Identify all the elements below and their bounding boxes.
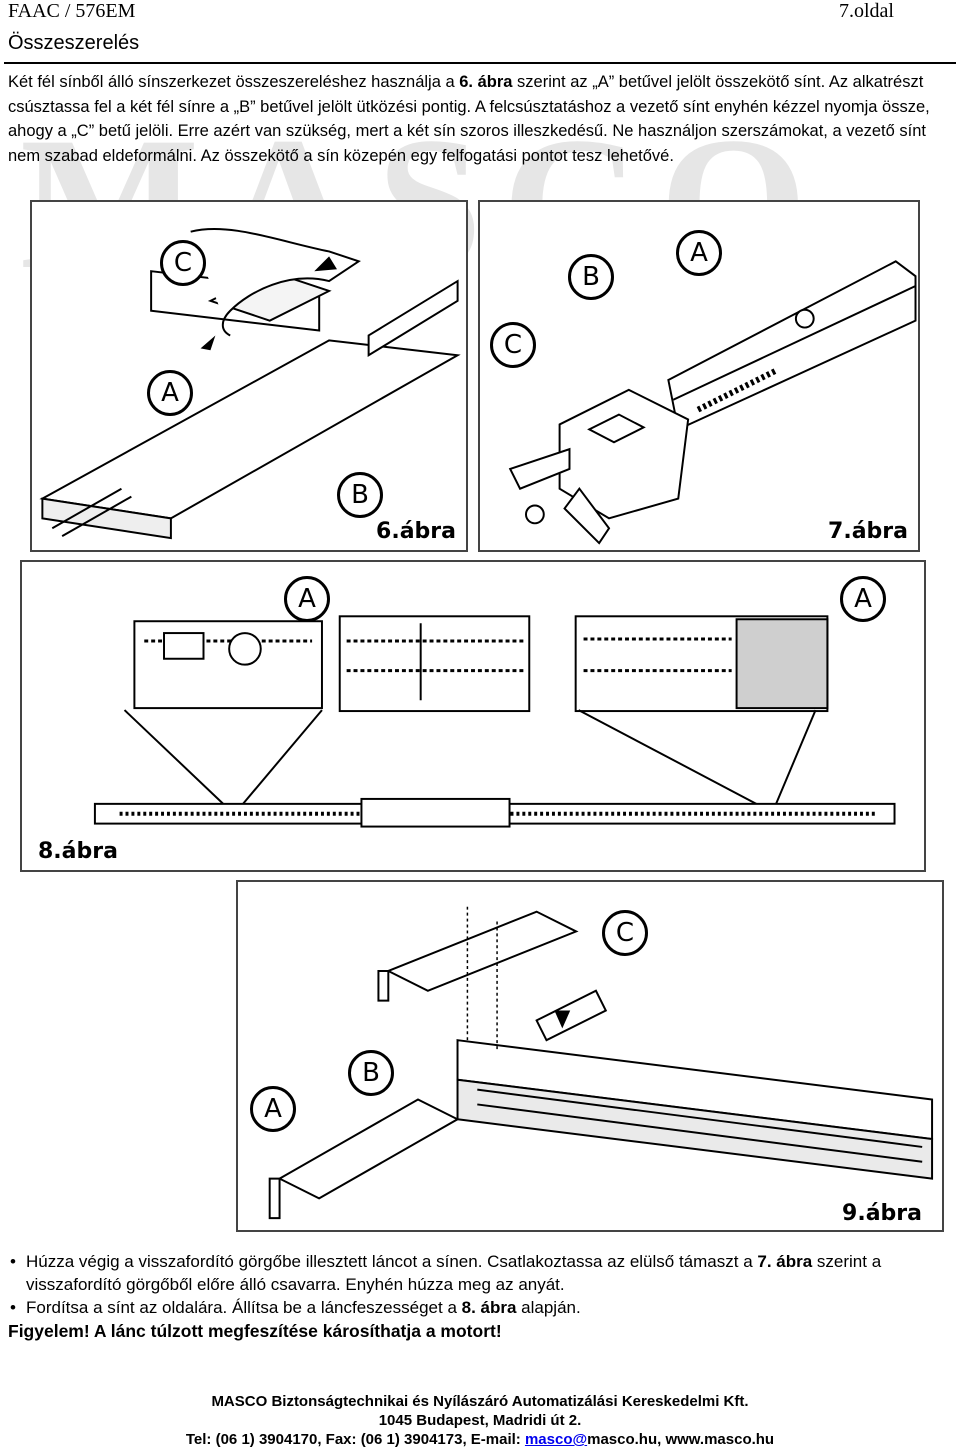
callout-c: C	[160, 240, 206, 286]
callout-b: B	[337, 472, 383, 518]
callout-a: A	[147, 370, 193, 416]
footer: MASCO Biztonságtechnikai és Nyílászáró A…	[0, 1392, 960, 1449]
footer-company: MASCO Biztonságtechnikai és Nyílászáró A…	[211, 1393, 749, 1410]
figure-9-label: 9.ábra	[842, 1201, 922, 1226]
footer-contact: Tel: (06 1) 3904170, Fax: (06 1) 3904173…	[185, 1431, 775, 1448]
document-title: FAAC / 576EM	[8, 0, 136, 22]
callout-b: B	[568, 254, 614, 300]
callout-c: C	[602, 910, 648, 956]
warning-text: Figyelem! A lánc túlzott megfeszítése ká…	[8, 1321, 502, 1341]
figure-7-label: 7.ábra	[828, 519, 908, 544]
bullet-item: Fordítsa a sínt az oldalára. Állítsa be …	[10, 1296, 953, 1319]
callout-a: A	[676, 230, 722, 276]
figure-7: B A C 7.ábra	[478, 200, 920, 552]
section-title: Összeszerelés	[8, 32, 140, 54]
intro-paragraph: Két fél sínből álló sínszerkezet összesz…	[8, 73, 930, 165]
callout-a: A	[840, 576, 886, 622]
figure-8-label: 8.ábra	[38, 839, 118, 864]
figure-9: C B A 9.ábra	[236, 880, 944, 1232]
callout-b: B	[348, 1050, 394, 1096]
header-rule	[4, 62, 956, 64]
footer-address: 1045 Budapest, Madridi út 2.	[378, 1412, 582, 1429]
callout-a: A	[250, 1086, 296, 1132]
callout-c: C	[490, 322, 536, 368]
page-number: 7.oldal	[839, 0, 894, 22]
callout-a: A	[284, 576, 330, 622]
figure-8: A A 8.ábra	[20, 560, 926, 872]
instructions: Húzza végig a visszafordító görgőbe ille…	[8, 1250, 953, 1343]
figure-6: C A B 6.ábra	[30, 200, 468, 552]
figure-6-label: 6.ábra	[376, 519, 456, 544]
bullet-item: Húzza végig a visszafordító görgőbe ille…	[10, 1250, 953, 1296]
email-link[interactable]: masco@	[524, 1431, 588, 1448]
